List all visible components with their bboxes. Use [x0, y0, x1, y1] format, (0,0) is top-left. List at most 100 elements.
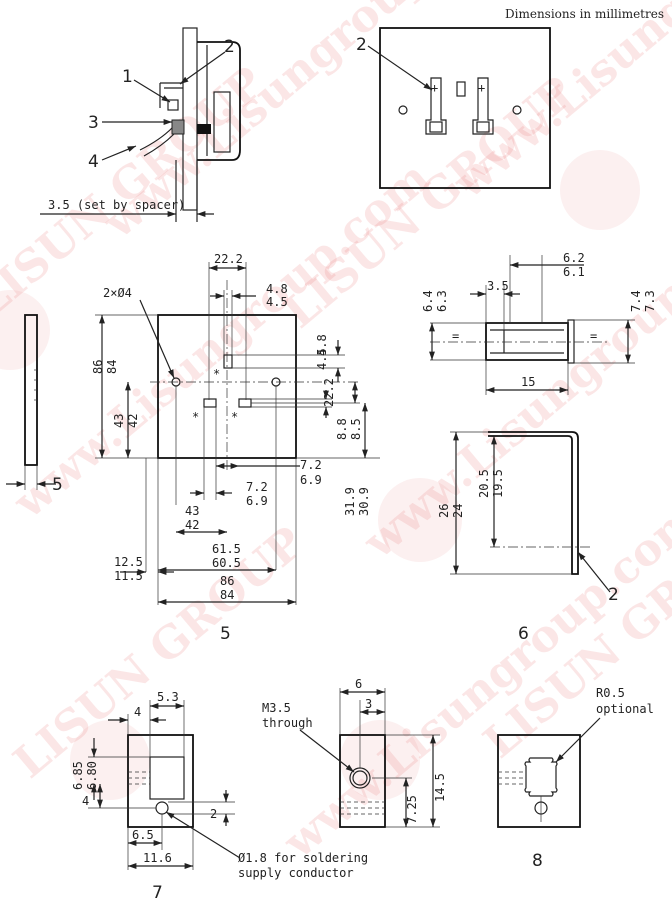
figure-6-contact: = = 6.4 6.3 7.4 7.3 3.5 6.2 6.1 15 26 24 [421, 251, 657, 644]
contact-tab [567, 319, 575, 364]
dim-12-5: 12.5 [114, 555, 143, 569]
contact-foot [476, 121, 490, 133]
figure-7-label: 7 [152, 883, 163, 903]
dim-6-2: 6.2 [563, 251, 585, 265]
front-plate [379, 27, 551, 189]
dim-6-9-r: 6.9 [300, 473, 322, 487]
radius-note-line-2: optional [596, 702, 654, 716]
plus-sign: + [431, 81, 438, 95]
mounting-hole [512, 105, 522, 115]
leader [133, 79, 171, 103]
dim-19-5: 19.5 [491, 469, 505, 498]
dim-86-b: 86 [220, 574, 234, 588]
watermark-text: www.Lisungroup.com [274, 492, 672, 869]
leader [179, 51, 226, 85]
lamp-slot [456, 81, 466, 97]
lampholder-body [197, 41, 241, 161]
dim-4-top: 4 [134, 705, 141, 719]
leader [555, 717, 601, 763]
mounting-hole [398, 105, 408, 115]
supply-wire [139, 127, 173, 151]
dim-6-5: 6.5 [132, 828, 154, 842]
dim-3-5: 3.5 [487, 279, 509, 293]
supply-wire [143, 133, 175, 157]
star-mark: * [231, 410, 238, 424]
dim-4-8: 4.8 [266, 282, 288, 296]
watermark-logo [378, 478, 462, 562]
spacer [197, 124, 211, 134]
dim-7-2-r: 7.2 [300, 458, 322, 472]
leader [165, 811, 241, 859]
leader [101, 145, 137, 161]
units-note: Dimensions in millimetres [505, 7, 664, 21]
dim-15: 15 [521, 375, 535, 389]
contact-l-profile [488, 431, 579, 575]
dim-42-l: 42 [126, 414, 140, 428]
dim-20-5: 20.5 [477, 469, 491, 498]
dim-4-5: 4.5 [266, 295, 288, 309]
thread-note-line-1: M3.5 [262, 701, 291, 715]
terminal-block [171, 119, 185, 135]
dim-86-l: 86 [91, 360, 105, 374]
dim-26: 26 [437, 504, 451, 518]
dim-7-3: 7.3 [643, 290, 657, 312]
dim-22-2-r: 22.2 [322, 378, 336, 407]
plate-outline [157, 314, 297, 459]
slot-right [238, 398, 252, 408]
dim-11-5: 11.5 [114, 569, 143, 583]
dim-84-l: 84 [105, 360, 119, 374]
figure-threaded-block: 6 3 14.5 7.25 M3.5 through [262, 677, 447, 828]
contact-top-view [485, 322, 569, 361]
figure-8-label: 8 [532, 851, 543, 871]
dim-31-9: 31.9 [343, 487, 357, 516]
block-outline [127, 734, 194, 828]
eq-mark: = [452, 329, 459, 343]
dim-6-85: 6.85 [71, 761, 85, 790]
dim-24: 24 [451, 504, 465, 518]
holes-note: 2×Ø4 [103, 286, 132, 300]
leader [367, 45, 433, 91]
dim-5-3: 5.3 [157, 690, 179, 704]
thread-inner [352, 770, 368, 786]
side-thickness-label: 5 [52, 475, 63, 495]
plus-sign: + [478, 81, 485, 95]
star-mark: * [192, 410, 199, 424]
dim-4-5-r: 4.5 [315, 348, 329, 370]
dim-11-6: 11.6 [143, 851, 172, 865]
dim-6-4: 6.4 [421, 290, 435, 312]
dim-43-l: 43 [112, 414, 126, 428]
thread-note-line-2: through [262, 716, 313, 730]
dim-8-8: 8.8 [335, 418, 349, 440]
dim-42-b: 42 [185, 518, 199, 532]
assembly-front-view: + + 2 [356, 27, 551, 189]
body-window [213, 91, 231, 153]
dim-4-left: 4 [82, 794, 89, 808]
block-outline [497, 734, 581, 828]
dim-84-b: 84 [220, 588, 234, 602]
dim-7-4: 7.4 [629, 290, 643, 312]
dim-6-9-b: 6.9 [246, 494, 268, 508]
dim-6-3: 6.3 [435, 290, 449, 312]
radius-note-line-1: R0.5 [596, 686, 625, 700]
leader [577, 551, 611, 593]
slot-left [203, 398, 217, 408]
watermark-logo [560, 150, 640, 230]
dim-22-2: 22.2 [214, 252, 243, 266]
block-window [149, 756, 185, 800]
eq-mark: = [590, 329, 597, 343]
watermark-logo [70, 720, 150, 800]
callout-1: 1 [122, 67, 133, 87]
dim-60-5: 60.5 [212, 556, 241, 570]
dim-2: 2 [210, 807, 217, 821]
contact-left [425, 77, 447, 135]
contact-foot [429, 121, 443, 133]
solder-note-line-2: supply conductor [238, 866, 354, 880]
dim-6-1: 6.1 [563, 265, 585, 279]
figure-7-block: 5.3 4 6.85 6.80 4 2 6.5 11.6 Ø1.8 for so… [71, 690, 368, 903]
contact-right [472, 77, 494, 135]
dim-6-80: 6.80 [85, 761, 99, 790]
dim-7-25: 7.25 [405, 795, 419, 824]
figure-5-label: 5 [220, 624, 231, 644]
